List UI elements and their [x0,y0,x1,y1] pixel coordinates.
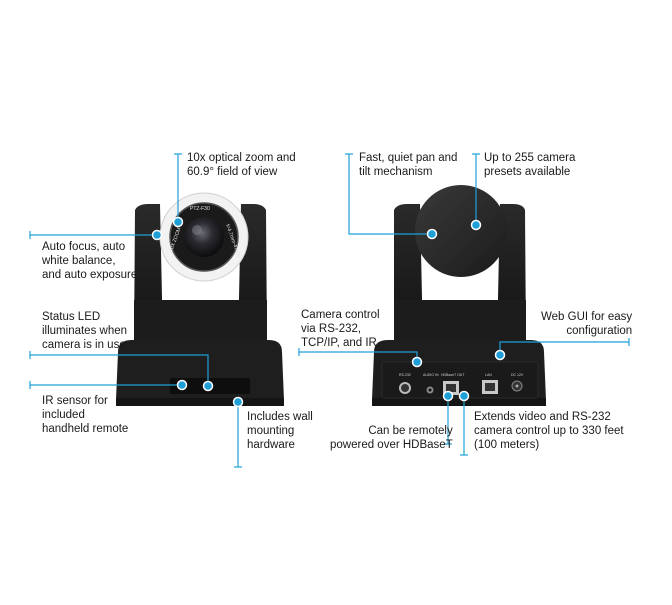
base [116,340,284,406]
callout-extends: Extends video and RS-232 camera control … [474,411,624,451]
callout-pan-tilt: Fast, quiet pan and tilt mechanism [359,152,458,178]
callout-dot-camera-control [411,356,423,368]
port-label-hdbaset: HDBaseT OUT [441,373,465,377]
callout-dots [151,216,506,408]
callout-dot-pan-tilt [426,228,438,240]
callout-dot-hdbaset-power [442,390,454,402]
callout-dot-extends [458,390,470,402]
callout-web-gui: Web GUI for easy configuration [541,311,633,337]
callout-wall-mount: Includes wall mounting hardware [247,411,313,451]
callout-presets: Up to 255 camera presets available [484,152,576,178]
callout-line-status-led [30,354,209,385]
callout-hdbaset-power: Can be remotely powered over HDBaseT [330,425,453,451]
callout-zoom: 10x optical zoom and 60.9° field of view [187,152,296,178]
callout-dot-web-gui [494,349,506,361]
port-label-dc: DC 12V [511,373,524,377]
port-label-rs232: RS-232 [399,373,411,377]
callout-line-pan-tilt [348,154,432,235]
port-label-lan: LAN [485,373,492,377]
callout-ir-sensor: IR sensor for included handheld remote [42,395,129,435]
callout-dot-status-led [202,380,214,392]
lens-glass [184,217,224,257]
callout-dot-presets [470,219,482,231]
callout-camera-control: Camera control via RS-232, TCP/IP, and I… [301,309,380,349]
callout-dot-zoom [172,216,184,228]
back-camera: RS-232 AUDIO IN HDBaseT OUT LAN DC 12V [372,185,546,406]
callout-dot-autofocus [151,229,163,241]
lens-model-marking: PTZ-F30 [190,206,210,212]
callout-dot-ir [176,379,188,391]
port-label-audio: AUDIO IN [423,373,439,377]
callout-lines [29,153,630,468]
head-dome [415,185,507,277]
callout-autofocus: Auto focus, auto white balance, and auto… [42,241,138,281]
callout-status-led: Status LED illuminates when camera is in… [42,311,128,351]
callout-dot-wall-mount [232,396,244,408]
front-camera: PTZ-F30 f=4.7mm-47mm 10X ZOOM [116,192,284,406]
